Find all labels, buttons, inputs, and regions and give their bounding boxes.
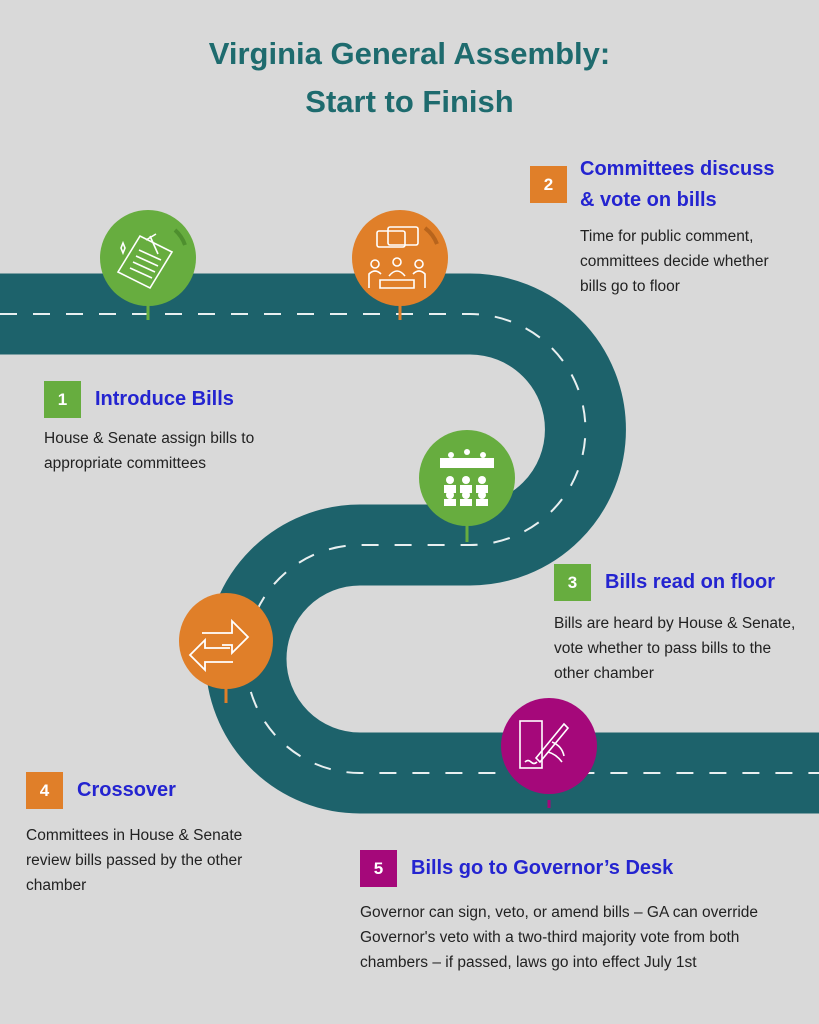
- bill-gavel-icon: [116, 233, 174, 290]
- step-description: Bills are heard by House & Senate, vote …: [554, 615, 796, 682]
- step-number-badge: 3: [554, 564, 591, 601]
- committee-meeting-icon: [368, 226, 426, 289]
- step-heading: Introduce Bills: [95, 388, 234, 410]
- step-heading: Crossover: [77, 779, 176, 801]
- exchange-arrows-icon: [188, 618, 250, 673]
- pin-step-2: [352, 210, 448, 320]
- step-description: Governor can sign, veto, or amend bills …: [360, 904, 759, 971]
- step-number-badge: 5: [360, 850, 397, 887]
- title-line-2: Start to Finish: [305, 84, 514, 119]
- road-center-line: [0, 313, 819, 774]
- step-description: House & Senate assign bills to appropria…: [44, 430, 255, 472]
- pin-step-4: [179, 593, 273, 703]
- step-heading: Bills go to Governor’s Desk: [411, 857, 674, 879]
- step-heading-line-1: Committees discuss: [580, 158, 775, 180]
- pin-step-1: [100, 210, 196, 320]
- road: [0, 273, 819, 814]
- step-description: Committees in House & Senate review bill…: [26, 827, 243, 894]
- pin-step-5: [501, 698, 597, 808]
- step-description: Time for public comment, committees deci…: [580, 228, 769, 295]
- chamber-assembly-icon: [440, 449, 494, 506]
- step-number-badge: 1: [44, 381, 81, 418]
- page-title: Virginia General Assembly: Start to Fini…: [0, 30, 819, 126]
- step-heading-line-2: & vote on bills: [580, 189, 717, 211]
- signing-document-icon: [519, 720, 570, 769]
- pin-step-3: [419, 430, 515, 542]
- step-number-badge: 2: [530, 166, 567, 203]
- step-number-badge: 4: [26, 772, 63, 809]
- title-line-1: Virginia General Assembly:: [208, 36, 611, 71]
- step-heading: Bills read on floor: [605, 571, 776, 593]
